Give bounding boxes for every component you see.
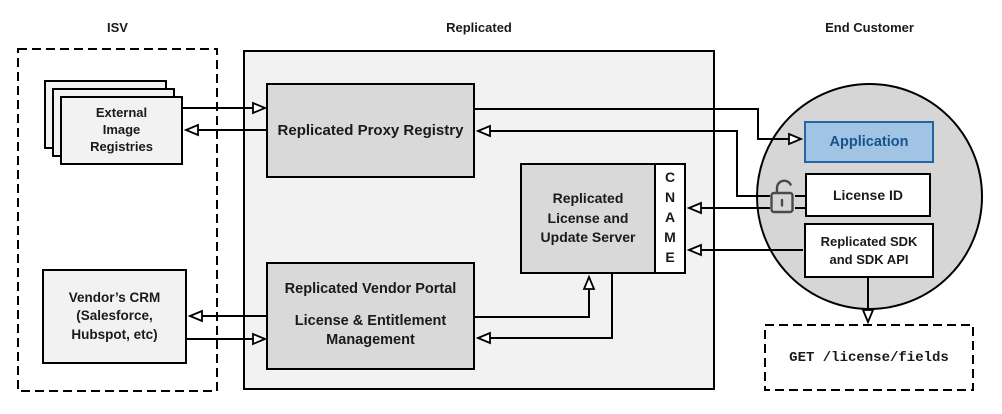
- proxy-registry-node: Replicated Proxy Registry: [266, 83, 475, 178]
- end-customer-title: End Customer: [825, 20, 914, 35]
- license-fields-api-node: GET /license/fields: [789, 349, 949, 366]
- external-image-registries-node: External Image Registries: [60, 96, 183, 165]
- isv-title: ISV: [107, 20, 128, 35]
- arrowhead-left-icon: [183, 123, 199, 137]
- arrowhead-left-icon: [187, 309, 203, 323]
- cname-strip: CNAME: [654, 163, 686, 274]
- vendors-crm-node: Vendor’s CRM (Salesforce, Hubspot, etc): [42, 269, 187, 364]
- vendor-portal-title: Replicated Vendor Portal: [284, 281, 457, 297]
- license-id-node: License ID: [805, 173, 931, 217]
- replicated-title: Replicated: [446, 20, 512, 35]
- vendor-portal-node: Replicated Vendor Portal License & Entit…: [266, 262, 475, 370]
- application-node: Application: [804, 121, 934, 163]
- license-update-server-node: Replicated License and Update Server: [520, 163, 656, 274]
- replicated-sdk-node: Replicated SDK and SDK API: [804, 223, 934, 278]
- arrowhead-down-icon: [861, 309, 875, 325]
- vendor-portal-subtitle: License & Entitlement Management: [294, 312, 447, 348]
